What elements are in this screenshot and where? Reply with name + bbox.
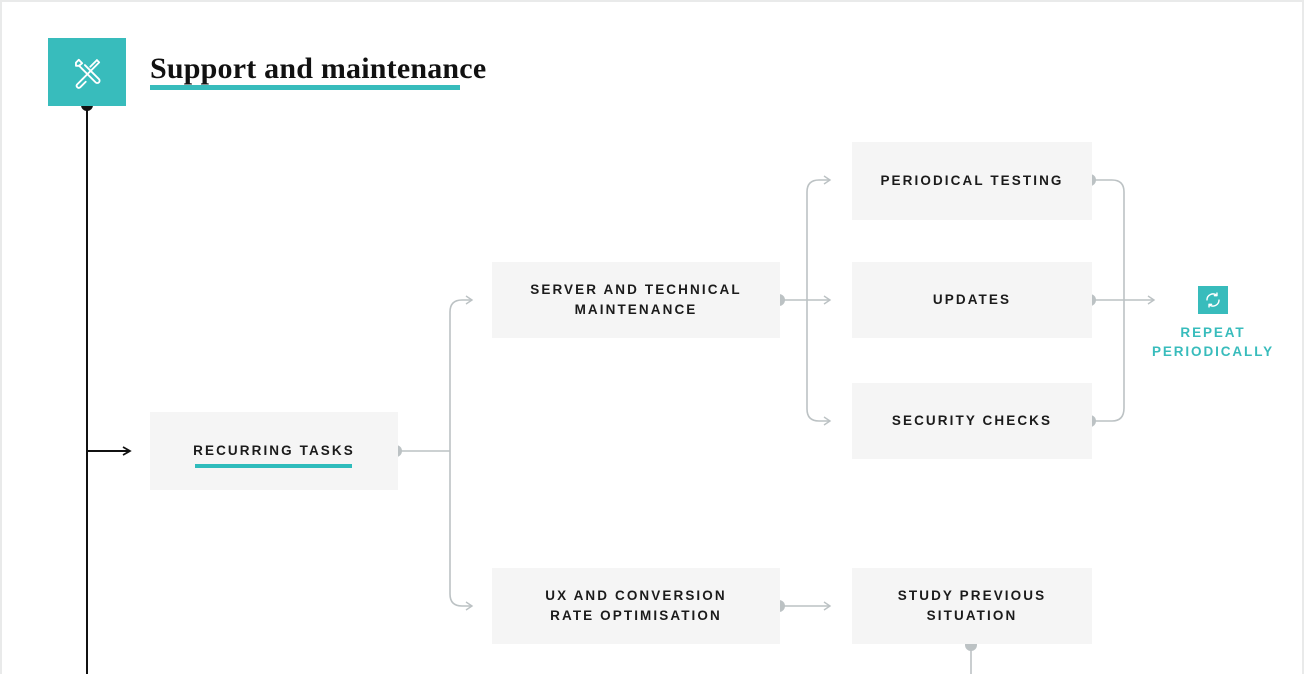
node-study-previous-situation[interactable]: STUDY PREVIOUS SITUATION: [852, 568, 1092, 644]
node-label-line2: RATE OPTIMISATION: [550, 608, 722, 623]
main-spine: [81, 99, 132, 674]
refresh-icon: [1198, 286, 1228, 314]
merge-repeat-periodically: [1084, 174, 1156, 427]
node-label: SERVER AND TECHNICAL MAINTENANCE: [530, 280, 742, 320]
node-label: RECURRING TASKS: [193, 441, 355, 468]
page-title: Support and maintenance: [150, 52, 487, 85]
node-label-line2: SITUATION: [926, 608, 1018, 623]
node-updates[interactable]: UPDATES: [852, 262, 1092, 338]
node-label-line2: MAINTENANCE: [574, 302, 698, 317]
node-recurring-tasks[interactable]: RECURRING TASKS: [150, 412, 398, 490]
tools-icon: [48, 38, 126, 106]
branch-recurring-tasks: [390, 295, 474, 611]
wire-study-down: [965, 639, 977, 674]
node-label: STUDY PREVIOUS SITUATION: [898, 586, 1046, 626]
node-server-and-technical-maintenance[interactable]: SERVER AND TECHNICAL MAINTENANCE: [492, 262, 780, 338]
node-label: SECURITY CHECKS: [891, 413, 1053, 428]
branch-server-maintenance: [773, 175, 832, 426]
repeat-periodically-label: REPEAT PERIODICALLY: [1128, 323, 1298, 361]
node-label-line1: UX AND CONVERSION: [545, 588, 727, 603]
node-periodical-testing[interactable]: PERIODICAL TESTING: [852, 142, 1092, 220]
branch-ux-to-study: [773, 600, 832, 612]
node-label: UPDATES: [932, 292, 1012, 307]
node-label: PERIODICAL TESTING: [880, 173, 1064, 188]
node-label-line1: SERVER AND TECHNICAL: [530, 282, 742, 297]
title-underline: [150, 85, 460, 90]
node-ux-and-conversion-rate-optimisation[interactable]: UX AND CONVERSION RATE OPTIMISATION: [492, 568, 780, 644]
node-security-checks[interactable]: SECURITY CHECKS: [852, 383, 1092, 459]
node-label: UX AND CONVERSION RATE OPTIMISATION: [545, 586, 726, 626]
node-label-line1: STUDY PREVIOUS: [897, 588, 1047, 603]
repeat-label-line2: PERIODICALLY: [1151, 344, 1275, 359]
repeat-label-line1: REPEAT: [1180, 325, 1246, 340]
